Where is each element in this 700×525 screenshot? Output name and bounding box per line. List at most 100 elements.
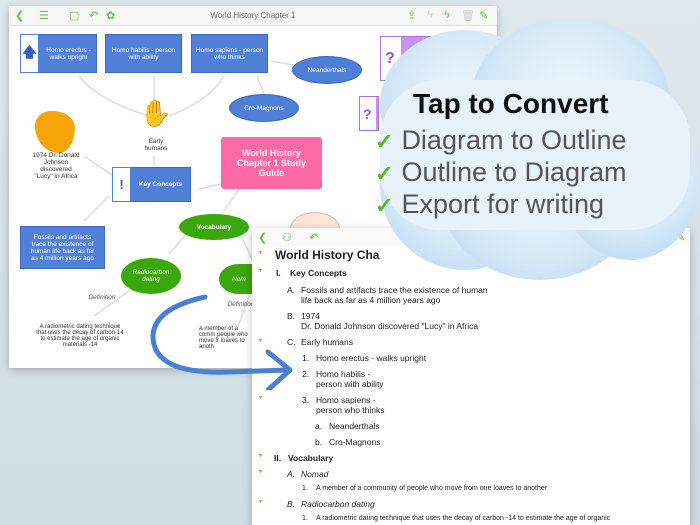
outline-row[interactable]: B.Radiocarbon dating (287, 499, 375, 509)
outline-number: b. (315, 437, 323, 447)
node-question-2[interactable]: ? (359, 96, 379, 131)
outline-number: 1. (302, 353, 310, 363)
outline-window: ❮ ⚇ ↶ ✎ World History Cha ▼ ▼ ▼ ▼ ▼ ▼ ▼ … (252, 228, 690, 525)
outline-row[interactable]: person with ability (302, 379, 384, 389)
node-fossils[interactable]: Fossils and artifacts trace the existenc… (20, 226, 105, 269)
promo-headline: Tap to Convert (413, 88, 609, 119)
check-icon: ✓ (375, 129, 394, 154)
promo-item: ✓ Diagram to Outline (375, 125, 627, 156)
share-icon[interactable]: ⇪ (407, 10, 417, 22)
outline-row[interactable]: Dr. Donald Johnson discovered "Lucy" in … (287, 321, 478, 331)
edge-label-definition: Definition (88, 294, 116, 301)
outline-number: 3. (302, 395, 310, 405)
collapse-icon[interactable]: ▼ (258, 395, 263, 401)
outline-number: B. (287, 499, 296, 509)
outline-text: Homo erectus - walks upright (316, 353, 427, 363)
node-center[interactable]: World History Chapter 1 Study Guide (221, 137, 322, 189)
window-title: World History Chapter 1 (210, 11, 296, 20)
outline-number: A. (287, 285, 296, 295)
outline-text: Neanderthals (329, 421, 380, 431)
node-label: Fossils and artifacts trace the existenc… (30, 233, 95, 262)
check-icon: ✓ (375, 161, 394, 186)
back-icon[interactable]: ❮ (258, 232, 268, 244)
outline-row[interactable]: life back as far as 4 million years ago (287, 295, 440, 305)
outline-title[interactable]: World History Cha (275, 248, 380, 262)
collapse-icon[interactable]: ▼ (258, 469, 263, 475)
outline-row[interactable]: b. Cro-Magnons (315, 437, 381, 447)
outline-text: Homo habilis - (316, 369, 371, 379)
wrench-icon[interactable]: ✎ (676, 232, 686, 244)
undo-icon[interactable]: ↶ (89, 10, 99, 22)
node-lucy[interactable]: 1974 Dr. Donald Johnson discovered "Lucy… (32, 152, 80, 180)
outline-row[interactable]: B. 1974 (287, 311, 320, 321)
outline-text: Cro-Magnons (329, 437, 381, 447)
outline-text: Fossils and artifacts trace the existenc… (301, 285, 488, 295)
node-nomad-definition[interactable]: A member of a comm people who move fr lo… (199, 326, 248, 350)
collapse-icon[interactable]: ▼ (258, 453, 263, 459)
node-early-humans[interactable]: Early humans (144, 138, 168, 152)
arrow-up-icon: 🡅 (20, 34, 39, 73)
outline-row[interactable]: person who thinks (302, 405, 385, 415)
node-label: Homo sapiens - person who thinks (195, 46, 264, 61)
outline-text: Homo sapiens - (316, 395, 376, 405)
link-icon[interactable]: ϟ (444, 9, 450, 21)
outline-text: Nomad (301, 469, 329, 479)
collapse-icon[interactable]: ▼ (258, 338, 263, 344)
node-homo-sapiens[interactable]: Homo sapiens - person who thinks (191, 34, 268, 73)
convert-arrow (150, 294, 293, 390)
outline-row[interactable]: I.Key Concepts (276, 268, 347, 278)
style-icon[interactable]: ✿ (106, 10, 116, 22)
outline-number: C. (287, 337, 296, 347)
outline-number: A. (287, 469, 296, 479)
outline-row[interactable]: A. Nomad (287, 469, 328, 479)
hands-image: ✋ (139, 98, 173, 128)
outline-text: A radiometric dating technique that uses… (316, 515, 611, 522)
lightning-icon[interactable]: ϟ (427, 9, 433, 21)
outline-text: 1974 (301, 311, 320, 321)
node-neanderthals[interactable]: Neanderthals (292, 56, 362, 84)
node-label: Homo habilis - person with ability (111, 46, 176, 61)
outline-text: person with ability (316, 379, 384, 389)
trash-icon[interactable]: 🗑 (461, 10, 475, 22)
outline-row[interactable]: 3. Homo sapiens - (302, 395, 376, 405)
wrench-icon[interactable]: ✎ (479, 10, 489, 22)
node-radiocarbon[interactable]: Radiocarbon dating (121, 258, 181, 294)
outline-text: A member of a community of people who mo… (316, 485, 548, 492)
collapse-icon[interactable]: ▼ (258, 250, 263, 256)
diagram-view-icon[interactable]: ⚇ (282, 232, 292, 244)
outline-row[interactable]: 1. A member of a community of people who … (302, 485, 547, 492)
outline-row[interactable]: a.Neanderthals (315, 421, 380, 431)
node-label: Homo erectus - walks upright (46, 46, 91, 61)
promo-item-label: Export for writing (401, 189, 605, 219)
promo-item-label: Diagram to Outline (401, 125, 627, 155)
node-radio-definition[interactable]: A radiometric dating technique that uses… (36, 324, 124, 348)
exclamation-icon: ! (112, 167, 131, 202)
outline-number: 1. (302, 515, 308, 522)
node-cro-magnons[interactable]: Cro-Magnons (229, 94, 299, 122)
outline-text: Key Concepts (290, 268, 347, 278)
edge-label-definition: Definition (227, 301, 255, 308)
undo-icon[interactable]: ↶ (309, 232, 319, 244)
collapse-icon[interactable]: ▼ (258, 499, 263, 505)
outline-row[interactable]: A. Fossils and artifacts trace the existe… (287, 285, 488, 295)
promo-item: ✓ Outline to Diagram (375, 157, 627, 188)
outline-number: 2. (302, 369, 310, 379)
diagram-toolbar: ❮ ☰ ▢ ↶ ✿ World History Chapter 1 ⇪ ϟ ϟ … (9, 6, 497, 26)
node-label: Key Concepts (138, 181, 183, 188)
outline-number: 1. (302, 485, 308, 492)
outline-row[interactable]: C.Early humans (287, 337, 353, 347)
node-homo-habilis[interactable]: Homo habilis - person with ability (105, 34, 182, 73)
outline-row[interactable]: 2. Homo habilis - (302, 369, 370, 379)
outline-text: person who thinks (316, 405, 385, 415)
outline-row[interactable]: 1. Homo erectus - walks upright (302, 353, 426, 363)
back-icon[interactable]: ❮ (15, 10, 25, 22)
collapse-icon[interactable]: ▼ (258, 268, 263, 274)
outline-number: B. (287, 311, 296, 321)
promo-item-label: Outline to Diagram (401, 157, 627, 187)
add-icon[interactable]: ▢ (69, 10, 80, 22)
node-vocabulary[interactable]: Vocabulary (179, 214, 249, 240)
outline-row[interactable]: 1. A radiometric dating technique that us… (302, 515, 610, 522)
outline-row[interactable]: II.Vocabulary (274, 453, 333, 463)
outline-text: Vocabulary (288, 453, 334, 463)
menu-icon[interactable]: ☰ (39, 10, 49, 22)
